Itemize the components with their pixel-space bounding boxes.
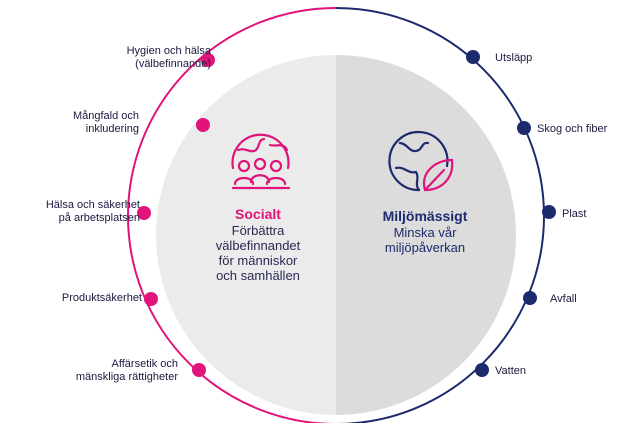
- environment-item-label: Skog och fiber: [537, 123, 608, 135]
- environment-ring-dot: [475, 363, 489, 377]
- environment-title: Miljömässigt: [382, 208, 468, 224]
- social-description-line: och samhällen: [216, 268, 300, 283]
- social-ring-dot: [196, 118, 210, 132]
- social-ring-dot: [192, 363, 206, 377]
- globe-leaf-icon: [388, 130, 449, 192]
- environment-item-label: Avfall: [550, 293, 577, 305]
- environment-item-label: Vatten: [495, 365, 526, 377]
- environment-item-label: Plast: [562, 208, 587, 220]
- social-ring-dot: [137, 206, 151, 220]
- social-ring-arc: [127, 7, 337, 425]
- environment-description-line: miljöpåverkan: [384, 240, 466, 255]
- social-center-text: Socialt Förbättra välbefinnandet för män…: [188, 206, 328, 283]
- globe-people-icon: [231, 133, 291, 190]
- environment-dots: [466, 50, 556, 377]
- environment-ring-dot: [523, 291, 537, 305]
- social-ring-dot: [201, 53, 215, 67]
- social-item-label: Mångfald och inkludering: [72, 110, 139, 135]
- environment-center-text: Miljömässigt Minska vår miljöpåverkan: [355, 208, 495, 255]
- social-description-line: välbefinnandet: [215, 238, 301, 253]
- environment-ring-dot: [542, 205, 556, 219]
- environment-description-line: Minska vår: [393, 225, 457, 240]
- social-dots: [137, 53, 215, 377]
- social-description-line: Förbättra: [231, 223, 285, 238]
- social-item-label: Hälsa och säkerhet på arbetsplatsen: [45, 199, 140, 224]
- social-item-label: Produktsäkerhet: [61, 292, 142, 304]
- environment-item-label: Utsläpp: [495, 52, 533, 64]
- social-half: [156, 55, 336, 415]
- social-item-label: Hygien och hälsa (välbefinnande): [126, 45, 211, 70]
- social-title: Socialt: [235, 206, 281, 222]
- social-description-line: för människor: [218, 253, 298, 268]
- social-ring-dot: [144, 292, 158, 306]
- environment-half: [336, 55, 516, 415]
- social-item-label: Affärsetik och mänskliga rättigheter: [75, 358, 178, 383]
- environment-ring-dot: [466, 50, 480, 64]
- environment-ring-dot: [517, 121, 531, 135]
- leaf-icon: [422, 158, 454, 192]
